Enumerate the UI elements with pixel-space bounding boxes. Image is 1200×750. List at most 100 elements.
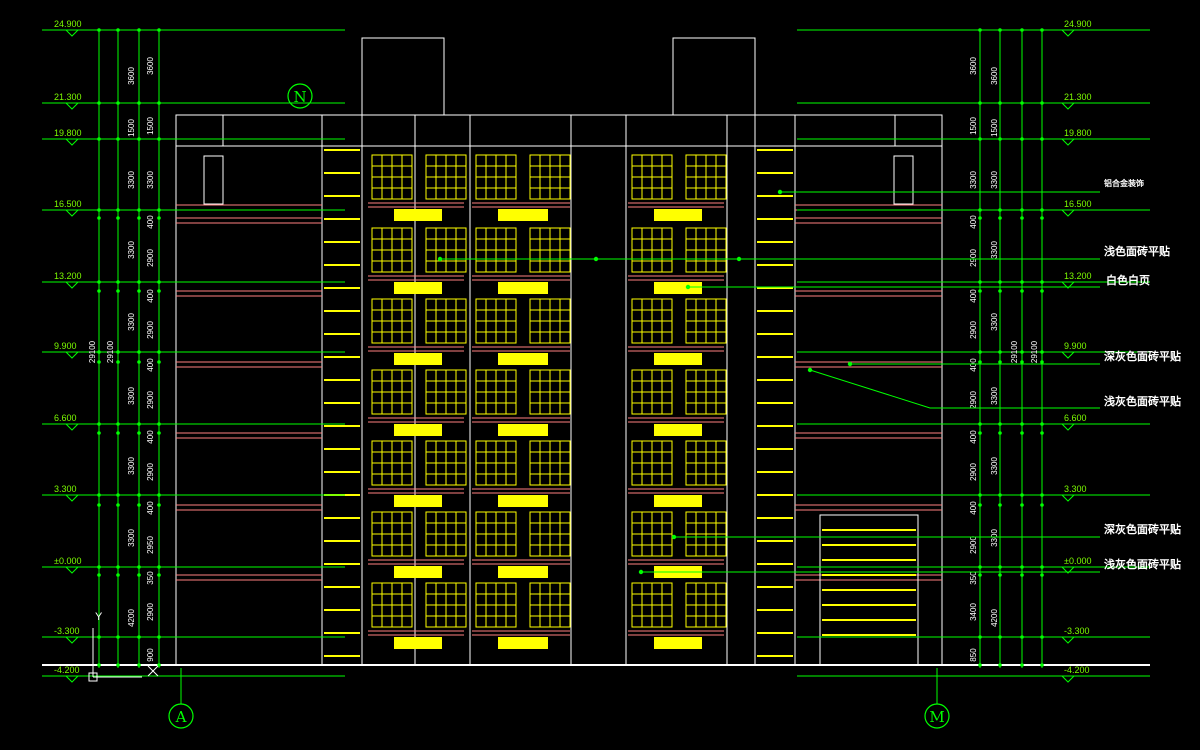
level-triangle-left-9 [65,636,79,644]
axis-m-label: M [929,708,944,726]
level-label-right-9: -3.300 [1064,626,1090,636]
balcony-panel-1-2 [498,353,548,365]
dim-right-inner-1: 1500 [969,117,978,135]
dim-left-inner-4: 2900 [146,249,155,267]
dim-tick-13-2 [137,565,141,569]
balcony-panel-0-6 [394,637,442,649]
dim-right-inner-8: 2900 [969,391,978,409]
dim-left-inner-6: 2900 [146,321,155,339]
dim-tick-4-2 [137,216,141,220]
note-aluminum-decoration: 铝合金装饰 [1104,178,1144,188]
dim-right-outer-7: 3300 [990,529,999,547]
dim-tick-16-6 [1020,663,1024,667]
dim-right-inner-3: 400 [969,215,978,229]
dim-tick-11-6 [1020,493,1024,497]
annotation-leaders [437,189,1100,575]
level-label-left-9: -3.300 [54,626,80,636]
dim-tick-10-0 [97,431,101,435]
dim-tick-7-7 [1040,350,1044,354]
dim-tick-0-2 [137,28,141,32]
dim-right-outer-8: 4200 [990,609,999,627]
level-triangle-right-4 [1061,281,1075,289]
dim-tick-8-0 [97,360,101,364]
note-light-tile: 浅色面砖平贴 [1104,244,1170,258]
north-label: N [293,88,306,106]
dim-tick-1-5 [998,101,1002,105]
dim-left-inner-8: 2900 [146,391,155,409]
dim-left-total-1: 29100 [106,340,115,363]
dim-tick-10-1 [116,431,120,435]
dim-left-outer-8: 4200 [127,609,136,627]
dim-tick-14-7 [1040,573,1044,577]
dim-tick-15-6 [1020,635,1024,639]
level-triangle-left-6 [65,423,79,431]
dim-left-inner-7: 400 [146,358,155,372]
balcony-panel-0-1 [394,282,442,294]
dim-tick-12-2 [137,503,141,507]
dim-tick-15-4 [978,635,982,639]
dim-left-outer-6: 3300 [127,457,136,475]
dim-left-inner-12: 2950 [146,536,155,554]
balcony-panel-2-0 [654,209,702,221]
dim-tick-13-5 [998,565,1002,569]
dim-tick-3-0 [97,208,101,212]
dim-tick-7-2 [137,350,141,354]
dim-right-outer-5: 3300 [990,387,999,405]
dim-right-inner-11: 400 [969,501,978,515]
dim-tick-7-1 [116,350,120,354]
level-triangle-left-3 [65,209,79,217]
dim-tick-1-3 [157,101,161,105]
balcony-panel-2-4 [654,495,702,507]
dim-right-inner-4: 2900 [969,249,978,267]
dim-tick-15-1 [116,635,120,639]
dim-tick-12-1 [116,503,120,507]
dim-right-inner-6: 2900 [969,321,978,339]
level-triangle-right-8 [1061,566,1075,574]
balcony-panel-1-0 [498,209,548,221]
dim-tick-1-2 [137,101,141,105]
dim-tick-12-0 [97,503,101,507]
dim-tick-10-2 [137,431,141,435]
leader-line-4 [809,369,1100,409]
dim-tick-5-2 [137,280,141,284]
dim-left-total-0: 29100 [88,340,97,363]
dim-tick-13-4 [978,565,982,569]
dim-tick-0-3 [157,28,161,32]
level-label-left-8: ±0.000 [54,556,81,566]
level-triangle-right-0 [1061,29,1075,37]
dim-right-inner-13: 350 [969,571,978,585]
dim-right-total-0: 29100 [1010,340,1019,363]
dim-tick-4-0 [97,216,101,220]
dim-left-inner-5: 400 [146,289,155,303]
dim-tick-10-6 [1020,431,1024,435]
leader-dot-2 [685,284,691,290]
dim-tick-7-3 [157,350,161,354]
note-dark-grey-tile-2: 深灰色面砖平贴 [1104,522,1181,536]
level-label-right-7: 3.300 [1064,484,1087,494]
dim-tick-12-4 [978,503,982,507]
dim-right-total-1: 29100 [1030,340,1039,363]
dim-tick-9-2 [137,422,141,426]
level-triangle-left-10 [65,675,79,683]
balcony-panel-2-3 [654,424,702,436]
level-label-right-3: 16.500 [1064,199,1092,209]
dim-tick-9-5 [998,422,1002,426]
roof-window-right [893,155,914,205]
level-label-right-2: 19.800 [1064,128,1092,138]
level-triangle-right-7 [1061,494,1075,502]
level-label-left-1: 21.300 [54,92,82,102]
dim-tick-9-7 [1040,422,1044,426]
dim-right-inner-7: 400 [969,358,978,372]
dim-right-inner-14: 3400 [969,603,978,621]
level-label-left-3: 16.500 [54,199,82,209]
dim-tick-0-5 [998,28,1002,32]
dim-tick-0-6 [1020,28,1024,32]
dim-tick-5-5 [998,280,1002,284]
dim-tick-0-1 [116,28,120,32]
dim-right-outer-2: 3300 [990,171,999,189]
dim-tick-16-4 [978,663,982,667]
dim-left-inner-3: 400 [146,215,155,229]
leader-extra-dot-0 [593,256,599,262]
balcony-panel-0-0 [394,209,442,221]
dim-tick-8-1 [116,360,120,364]
